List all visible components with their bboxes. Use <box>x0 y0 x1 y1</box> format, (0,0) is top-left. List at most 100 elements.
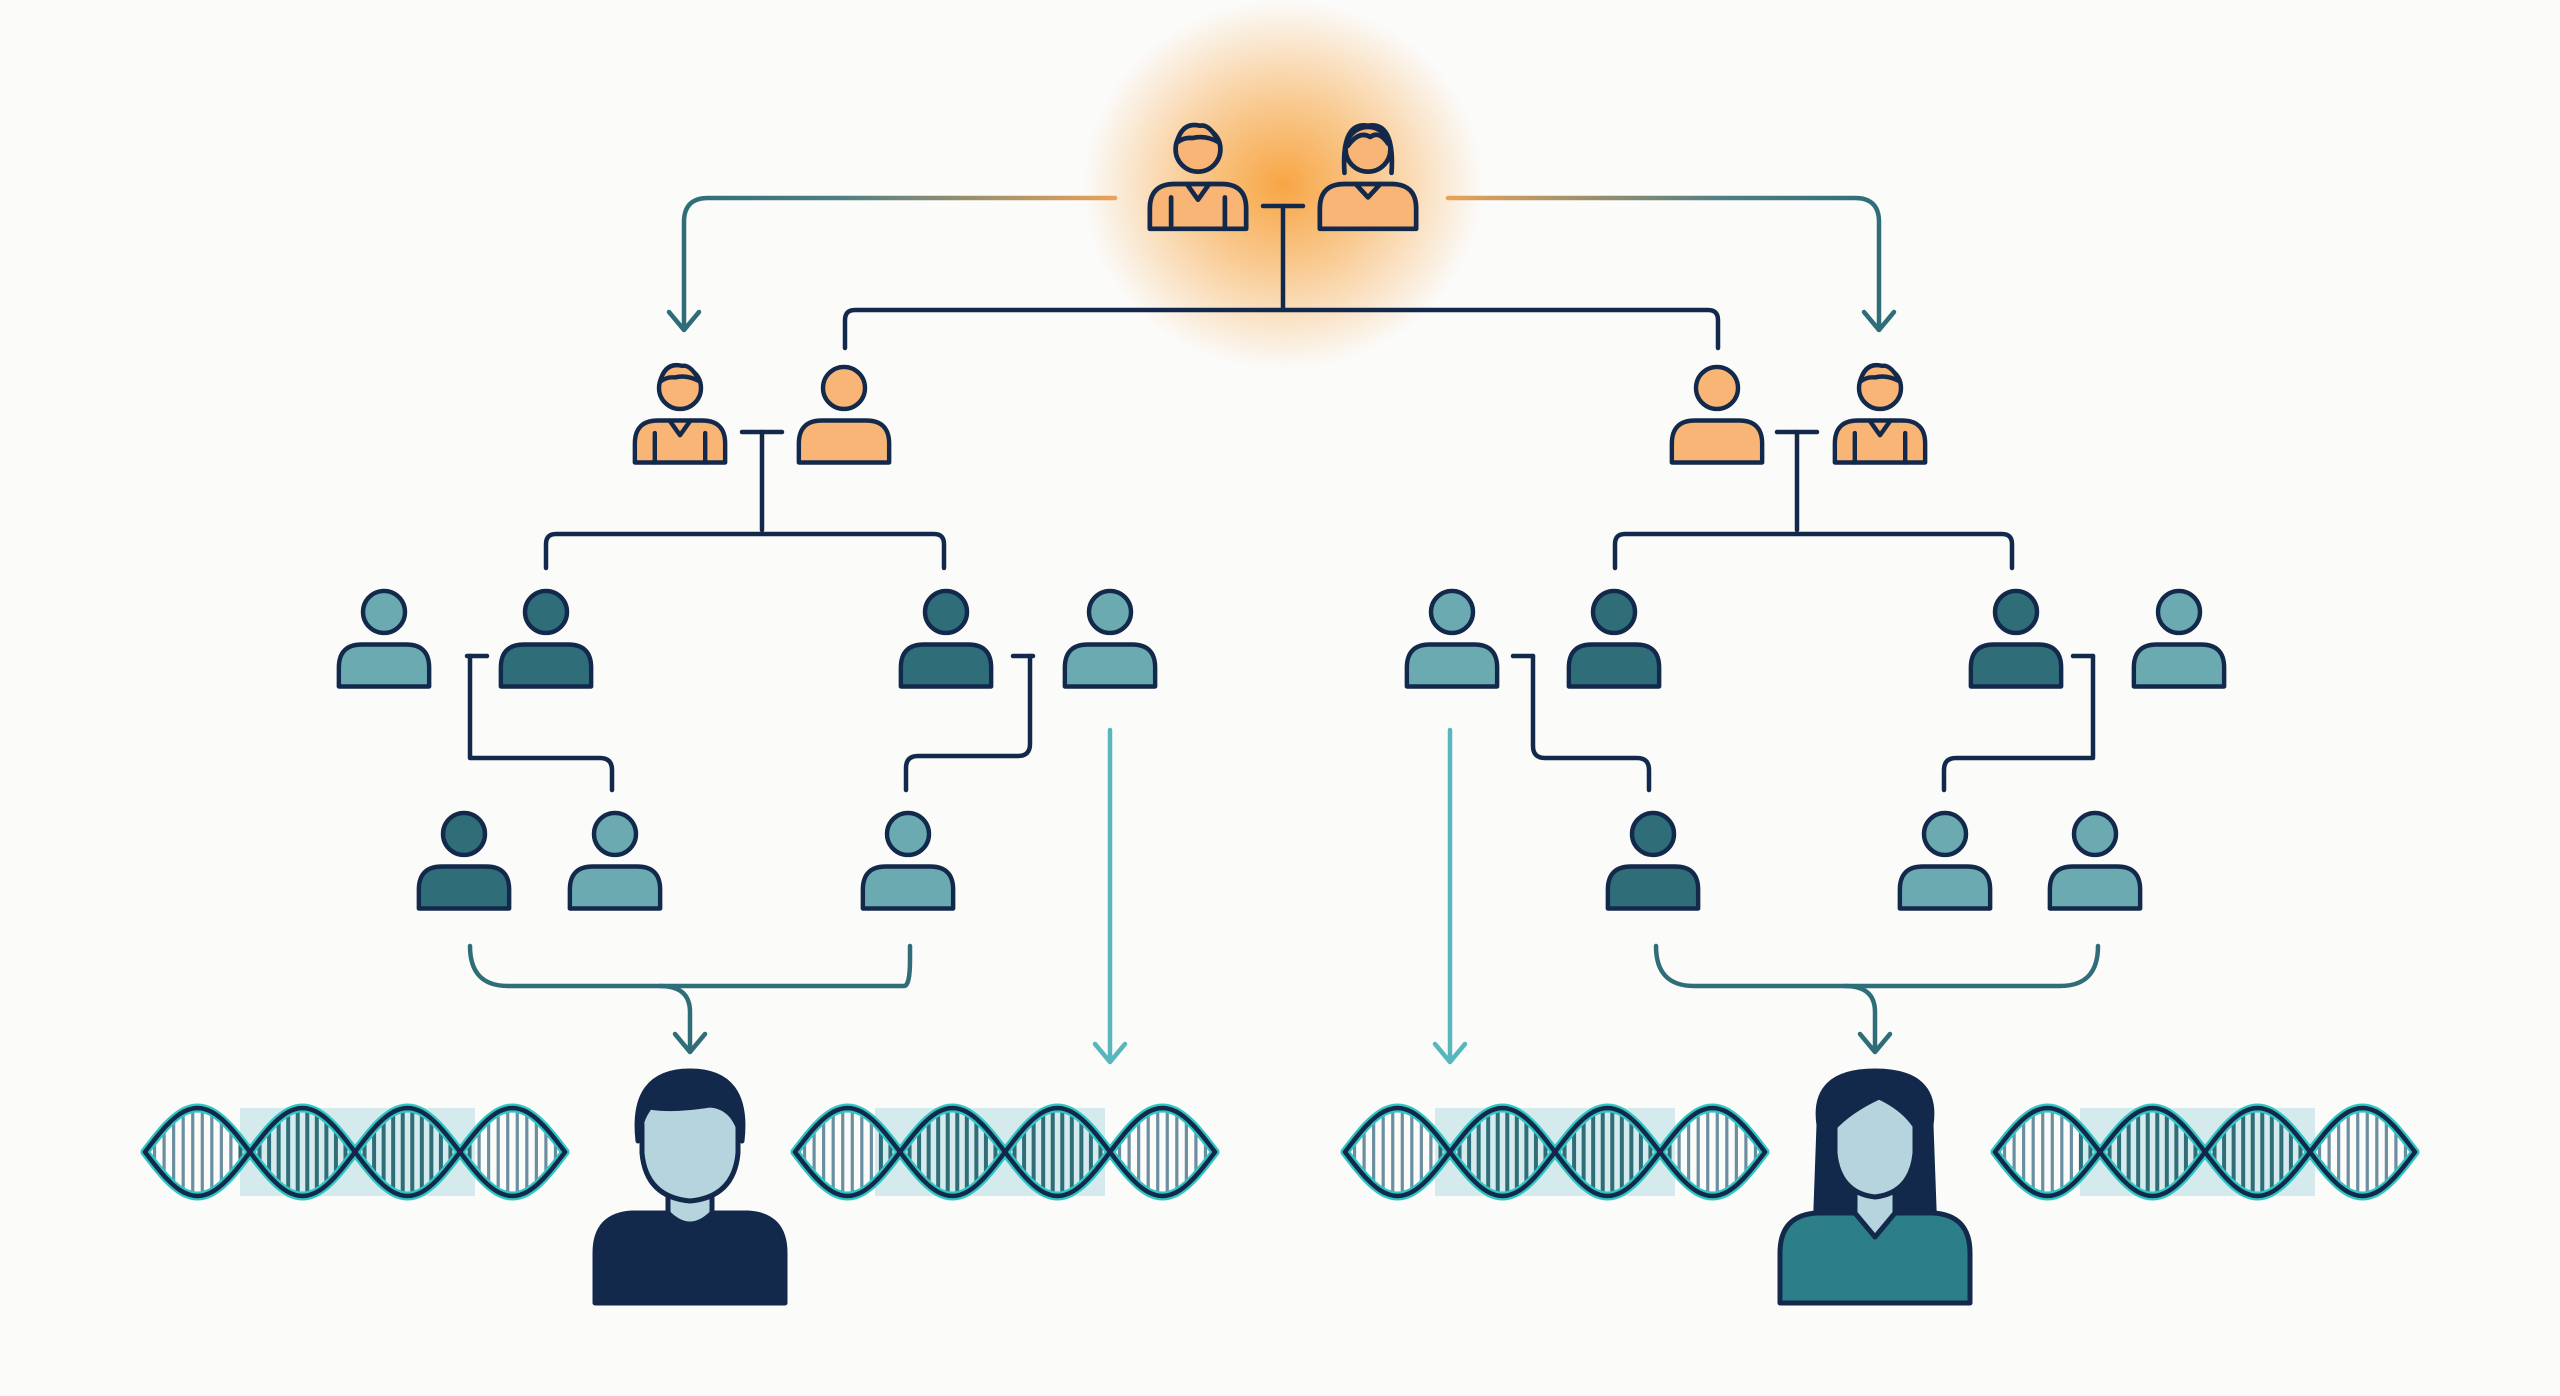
person-head <box>820 364 868 412</box>
arrow-down-icon <box>672 1031 708 1055</box>
arrow-down-icon <box>1092 1041 1128 1065</box>
jacket-lines <box>1852 430 1908 465</box>
parent-icon-6 <box>1566 588 1662 689</box>
bangs <box>1830 1078 1920 1132</box>
person-head <box>591 810 639 858</box>
parent-icon-5 <box>1404 588 1500 689</box>
person-body <box>2047 864 2143 911</box>
dna-strand <box>1992 1105 2418 1199</box>
person-body <box>567 864 663 911</box>
person-body <box>1317 181 1419 232</box>
person-head <box>360 588 408 636</box>
grandmother-right-icon <box>1669 364 1765 465</box>
person-head <box>2071 810 2119 858</box>
child-icon-5 <box>1897 810 1993 911</box>
person-body <box>1968 642 2064 689</box>
person-body <box>796 418 892 465</box>
person-head <box>1693 364 1741 412</box>
inheritance-arrow-right <box>1445 195 1882 331</box>
person-body <box>1605 864 1701 911</box>
person-head <box>884 810 932 858</box>
person-head <box>1086 588 1134 636</box>
merge-line <box>1842 983 1878 1053</box>
branch-line <box>543 531 947 571</box>
person-body <box>898 642 994 689</box>
person-body <box>860 864 956 911</box>
person-head <box>440 810 488 858</box>
arrow-down-icon <box>666 309 702 333</box>
arrow-down-icon <box>1861 309 1897 333</box>
parent-icon-2 <box>498 588 594 689</box>
shirt <box>1777 1210 1973 1306</box>
highlight-glow <box>1083 0 1483 370</box>
person-head <box>1428 588 1476 636</box>
branch-line <box>1612 531 2015 571</box>
merge-line <box>467 943 913 989</box>
person-body <box>1566 642 1662 689</box>
person-head <box>1629 810 1677 858</box>
dna-icon-2 <box>790 1103 1220 1201</box>
person-body <box>2131 642 2227 689</box>
person-body <box>1147 181 1249 232</box>
dna-icon-4 <box>1990 1103 2420 1201</box>
person-body <box>1832 418 1928 465</box>
dna-strand <box>1342 1105 1768 1199</box>
descendant-man-icon <box>592 1068 788 1306</box>
dna-highlight <box>875 1108 1105 1196</box>
dna-strand <box>142 1105 568 1199</box>
jacket-lines <box>1168 195 1228 232</box>
descent-line <box>1530 653 1652 793</box>
parent-icon-7 <box>1968 588 2064 689</box>
bangs <box>1345 132 1391 149</box>
shirt <box>592 1210 788 1306</box>
dna-icon-1 <box>140 1103 570 1201</box>
hair <box>1857 363 1903 384</box>
person-head <box>1992 588 2040 636</box>
person-body <box>1404 642 1500 689</box>
person-body <box>498 642 594 689</box>
descent-line <box>1941 653 2096 793</box>
dna-icon-3 <box>1340 1103 1770 1201</box>
hair <box>657 363 703 384</box>
grandfather-right-icon <box>1832 363 1928 465</box>
collar <box>1353 181 1383 200</box>
descent-line <box>903 653 1033 793</box>
child-icon-3 <box>860 810 956 911</box>
grandfather-left-icon <box>632 363 728 465</box>
jacket-lines <box>652 430 708 465</box>
collar <box>1867 418 1893 438</box>
person-body <box>1669 418 1765 465</box>
inheritance-arrow-left <box>681 195 1118 331</box>
parent-icon-8 <box>2131 588 2227 689</box>
child-icon-1 <box>416 810 512 911</box>
merge-line <box>1653 943 2101 989</box>
hair <box>1341 123 1395 176</box>
person-body <box>1062 642 1158 689</box>
person-body <box>632 418 728 465</box>
parent-icon-4 <box>1062 588 1158 689</box>
hair <box>634 1068 746 1144</box>
great-grandmother-icon <box>1317 123 1419 232</box>
collar <box>1184 181 1212 203</box>
person-head <box>522 588 570 636</box>
person-head <box>1590 588 1638 636</box>
person-head <box>1921 810 1969 858</box>
parent-icon-1 <box>336 588 432 689</box>
arrow-down-icon <box>1857 1031 1893 1055</box>
child-icon-6 <box>2047 810 2143 911</box>
child-icon-2 <box>567 810 663 911</box>
hair <box>1174 122 1222 145</box>
branch-line <box>842 307 1721 351</box>
person-body <box>1897 864 1993 911</box>
person-body <box>336 642 432 689</box>
great-grandfather-icon <box>1147 122 1249 232</box>
dna-strand <box>792 1105 1218 1199</box>
person-head <box>922 588 970 636</box>
person-body <box>416 864 512 911</box>
merge-line <box>657 983 693 1053</box>
grandmother-left-icon <box>796 364 892 465</box>
arrow-down-icon <box>1432 1041 1468 1065</box>
collar <box>667 418 693 438</box>
